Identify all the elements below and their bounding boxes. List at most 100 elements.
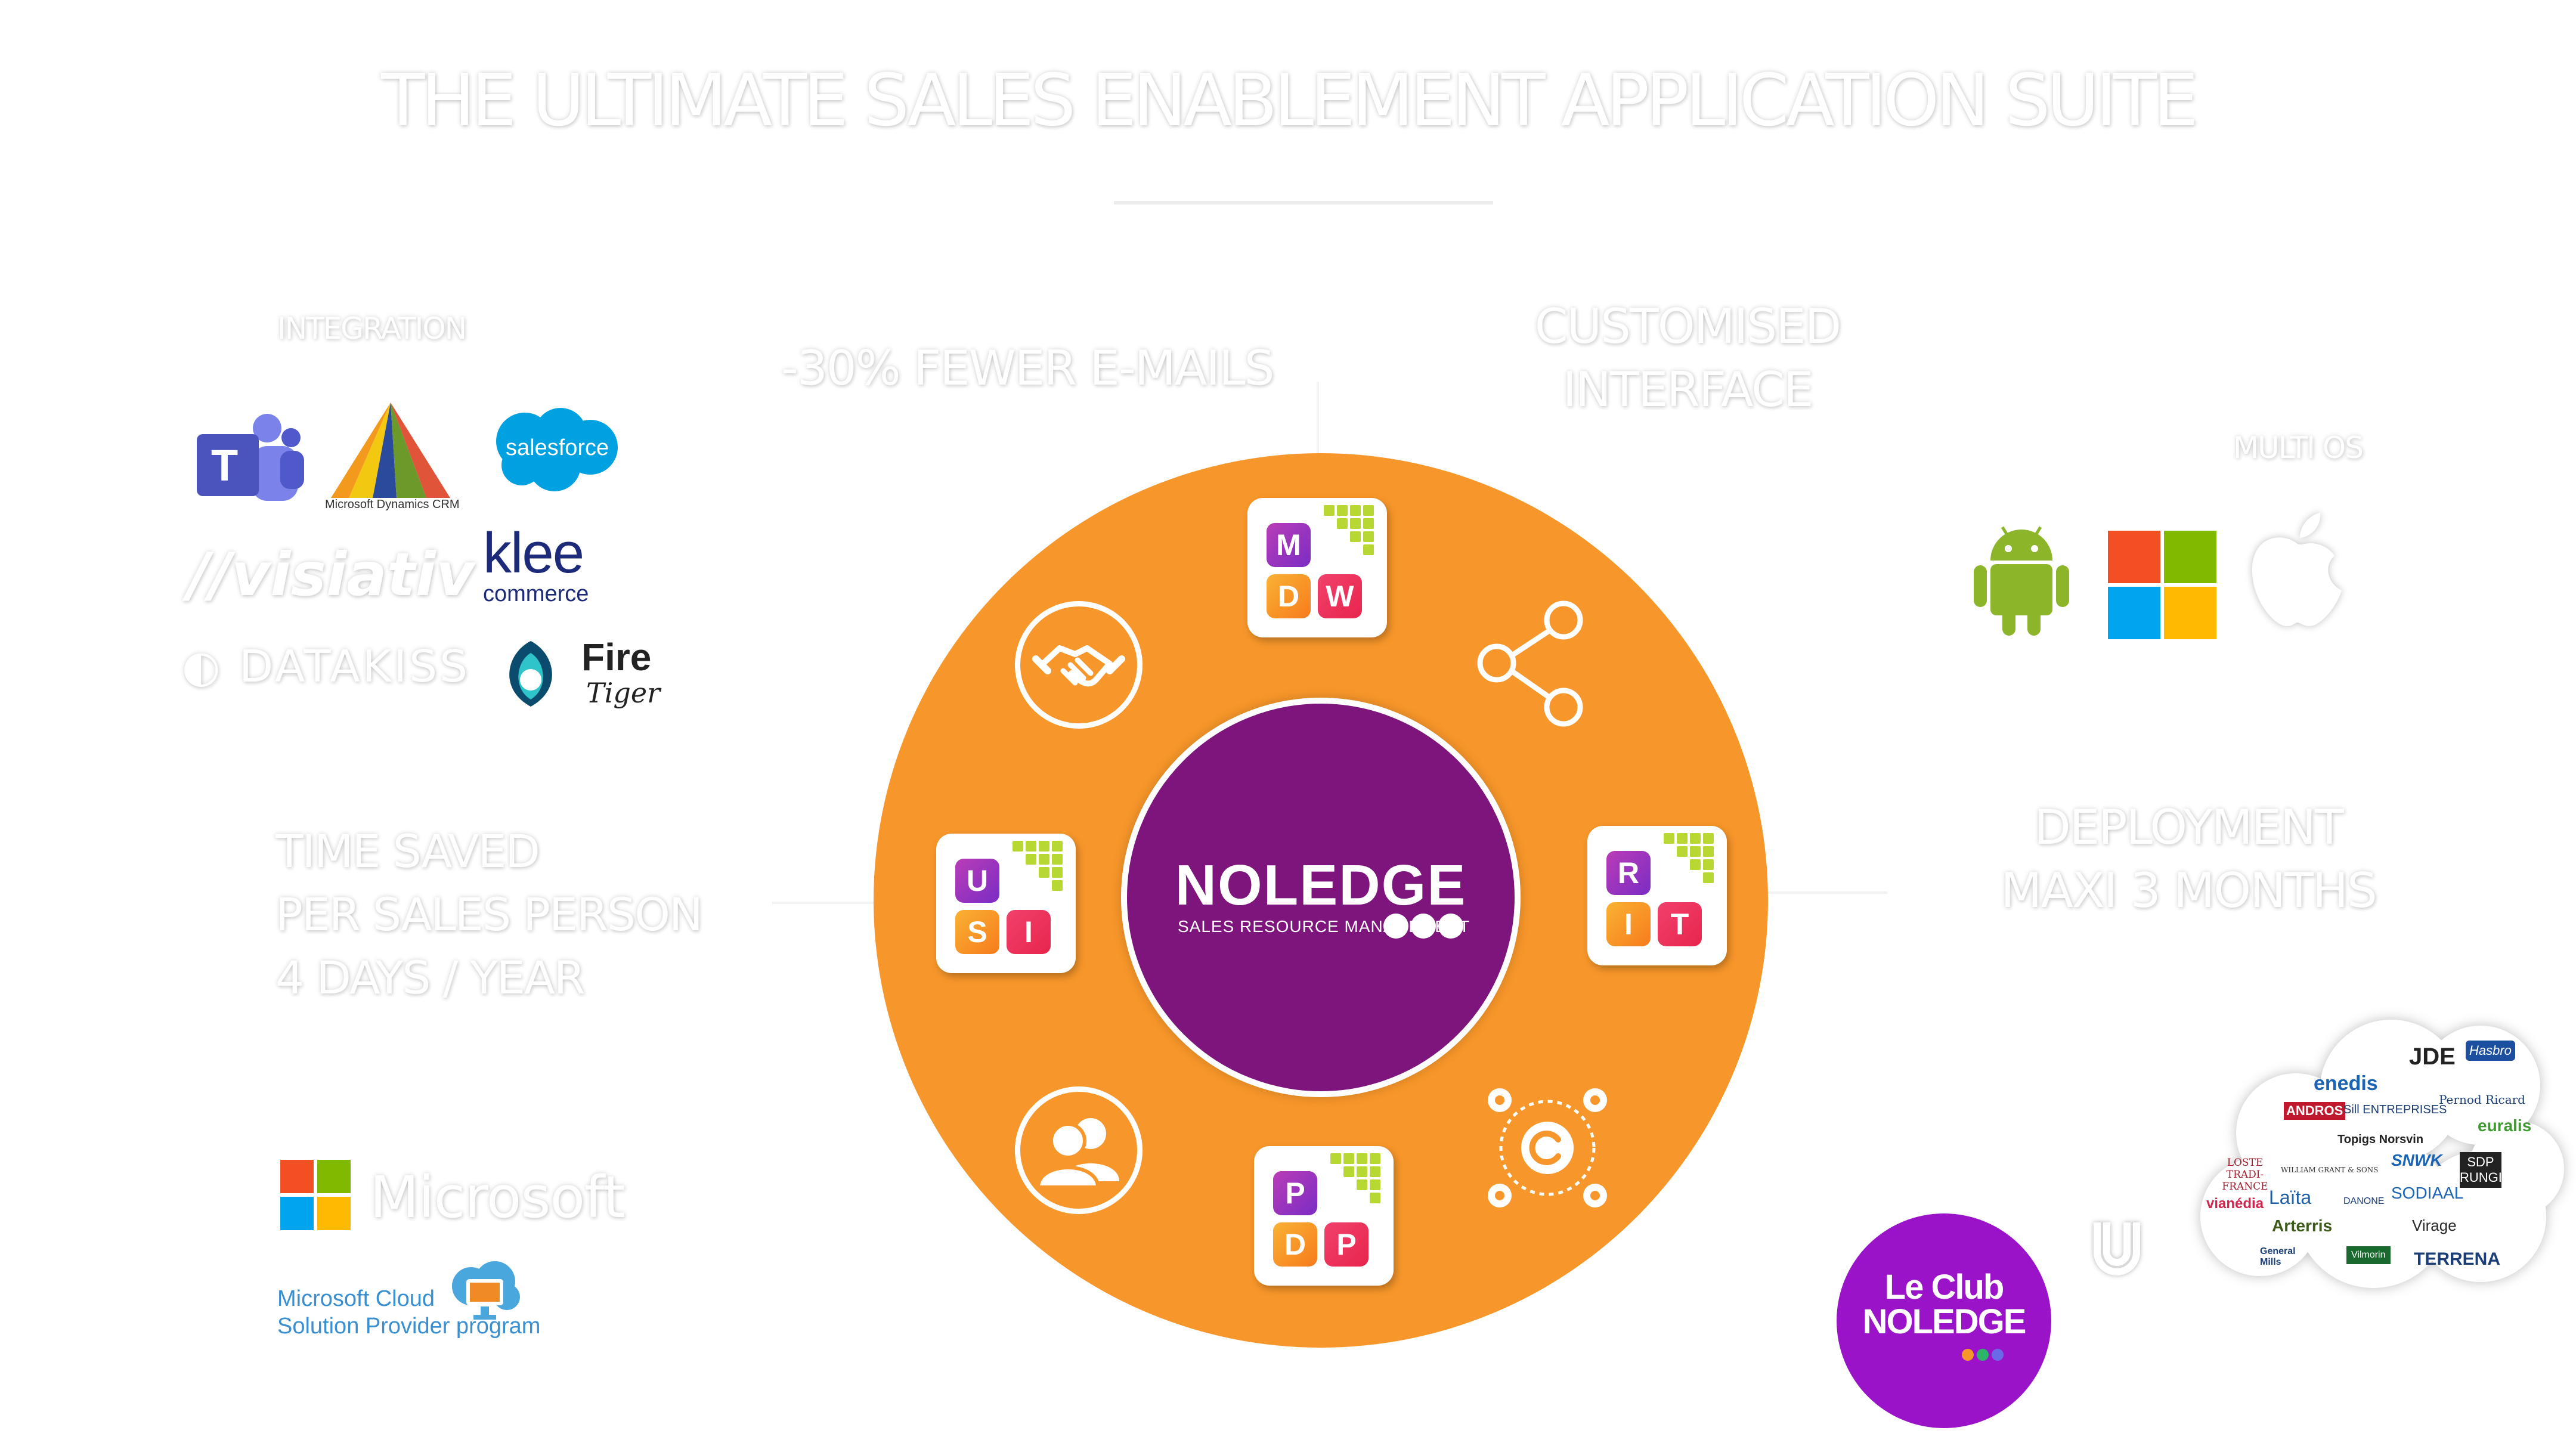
users-icon: [1036, 1118, 1119, 1189]
dynamics-crm-icon: [331, 402, 450, 498]
apple-logo: [2245, 507, 2349, 632]
noledge-core-dots: [1383, 914, 1466, 941]
teams-letter: T: [211, 441, 239, 490]
connector-line-left: [772, 902, 886, 904]
deployment-line-1: DEPLOYMENT: [2034, 800, 2344, 855]
client-topigs: Topigs Norsvin: [2337, 1133, 2424, 1146]
cloud-monitor-logo: [447, 1261, 522, 1327]
microsoft-csp-text: Microsoft Cloud Solution Provider progra…: [277, 1285, 540, 1340]
deployment-line-2: MAXI 3 MONTHS: [2001, 863, 2377, 918]
magnet-icon-wrap: [2078, 1210, 2156, 1288]
magnet-icon: [2094, 1222, 2140, 1275]
tile-usi[interactable]: U S I: [936, 834, 1076, 973]
client-arterris: Arterris: [2272, 1216, 2333, 1235]
client-euralis: euralis: [2478, 1116, 2532, 1135]
microsoft-tile-blue: [280, 1197, 314, 1230]
teams-logo: T: [197, 411, 304, 507]
windows-tile-green: [2164, 531, 2216, 583]
microsoft-csp-line-1: Microsoft Cloud: [277, 1286, 435, 1311]
page-title: THE ULTIMATE SALES ENABLEMENT APPLICATIO…: [381, 60, 2199, 143]
client-terrena: TERRENA: [2414, 1249, 2501, 1269]
time-saved-line-3: 4 DAYS / YEAR: [275, 951, 586, 1004]
client-sodiaal: SODIAAL: [2391, 1184, 2464, 1202]
salesforce-logo: salesforce: [489, 405, 620, 495]
connector-line-right: [1756, 891, 1887, 894]
tile-mdw[interactable]: M D W: [1247, 498, 1387, 637]
time-saved-line-2: PER SALES PERSON: [275, 888, 703, 941]
title-divider: [1114, 201, 1493, 205]
time-saved-text: TIME SAVED PER SALES PERSON 4 DAYS / YEA…: [275, 820, 703, 1010]
android-icon: [1974, 526, 2069, 636]
datakiss-label: DATAKISS: [239, 641, 470, 692]
tile-rit-letter-1: R: [1606, 851, 1651, 895]
dynamics-crm-label: Microsoft Dynamics CRM: [325, 498, 460, 511]
microsoft-tile-green: [317, 1160, 351, 1193]
le-club-noledge-badge[interactable]: [1837, 1213, 2051, 1428]
windows-tile-red: [2108, 531, 2160, 583]
client-virage: Virage: [2412, 1216, 2457, 1234]
deployment-label: DEPLOYMENT MAXI 3 MONTHS: [1980, 796, 2397, 922]
handshake-icon: [1032, 645, 1125, 687]
tile-mdw-letter-3: W: [1318, 574, 1362, 618]
dynamics-crm-logo: Microsoft Dynamics CRM: [325, 397, 468, 516]
tile-rit-letter-2: I: [1606, 902, 1651, 946]
le-club-text: Le Club NOLEDGE: [1837, 1270, 2051, 1339]
firetiger-label-1: Fire: [581, 636, 652, 679]
microsoft-wordmark: Microsoft: [370, 1164, 626, 1231]
teams-icon: [197, 414, 304, 501]
client-general-mills: General Mills: [2260, 1246, 2296, 1267]
tile-mdw-letter-1: M: [1267, 523, 1311, 567]
customised-interface-label: CUSTOMISED INTERFACE: [1491, 295, 1884, 422]
multi-os-label: MULTI OS: [2233, 431, 2364, 465]
clients-cloud: JDE Hasbro enedis Pernod Ricard ANDROS S…: [2194, 1014, 2564, 1294]
microsoft-tile-yellow: [317, 1197, 351, 1230]
share-icon-wrap[interactable]: [1473, 595, 1592, 732]
tile-pdp[interactable]: P D P: [1254, 1146, 1394, 1286]
integration-label: INTEGRATION: [277, 311, 467, 346]
client-andros: ANDROS: [2284, 1102, 2346, 1120]
klee-commerce-label: commerce: [483, 581, 589, 606]
client-sdp-rungis: SDP RUNGIS: [2460, 1152, 2511, 1188]
client-hasbro: Hasbro: [2466, 1041, 2515, 1061]
le-club-line-1: Le Club: [1884, 1268, 2005, 1306]
connector-line-top: [1317, 382, 1319, 489]
client-pernod-ricard: Pernod Ricard: [2439, 1092, 2525, 1107]
android-logo: [1968, 519, 2075, 638]
gear-network-icon: [1488, 1088, 1607, 1208]
noledge-core-circle[interactable]: [1121, 698, 1521, 1097]
datakiss-logo: ◐ DATAKISS: [182, 641, 470, 692]
noledge-core-name: NOLEDGE: [1175, 853, 1467, 917]
firetiger-label-2: Tiger: [586, 677, 661, 709]
tile-rit[interactable]: R I T: [1587, 826, 1727, 965]
tile-usi-letter-1: U: [955, 859, 999, 903]
klee-label: klee: [483, 521, 584, 585]
salesforce-cloud-icon: [496, 408, 618, 491]
salesforce-label: salesforce: [506, 435, 609, 460]
customised-line-2: INTERFACE: [1562, 362, 1814, 417]
tile-rit-letter-3: T: [1658, 902, 1702, 946]
time-saved-line-1: TIME SAVED: [275, 825, 540, 878]
tile-mdw-letter-2: D: [1267, 574, 1311, 618]
windows-tile-yellow: [2164, 587, 2216, 639]
visiativ-label: visiativ: [231, 540, 475, 609]
firetiger-logo: Fire Tiger: [492, 635, 665, 713]
handshake-ring[interactable]: [1015, 601, 1143, 729]
microsoft-csp-line-2: Solution Provider program: [277, 1314, 541, 1339]
le-club-dots: [1962, 1349, 2004, 1363]
tile-usi-letter-3: I: [1007, 910, 1051, 954]
client-vilmorin: Vilmorin: [2346, 1246, 2391, 1264]
windows-tile-blue: [2108, 587, 2160, 639]
users-ring[interactable]: [1015, 1086, 1143, 1214]
client-william-grant: WILLIAM GRANT & SONS: [2281, 1166, 2379, 1174]
microsoft-logo: [280, 1160, 351, 1230]
le-club-line-2: NOLEDGE: [1862, 1302, 2027, 1341]
datakiss-mark-icon: ◐: [182, 641, 223, 692]
tile-pdp-letter-3: P: [1324, 1222, 1368, 1267]
cloud-monitor-icon: [452, 1261, 520, 1320]
client-laita: Laïta: [2269, 1187, 2312, 1208]
client-loste: LOSTE TRADI-FRANCE: [2222, 1157, 2268, 1193]
client-snwk: SNWK: [2391, 1151, 2442, 1169]
share-icon: [1477, 600, 1583, 727]
gear-network-wrap[interactable]: [1482, 1082, 1613, 1213]
tile-pdp-letter-1: P: [1273, 1171, 1317, 1215]
